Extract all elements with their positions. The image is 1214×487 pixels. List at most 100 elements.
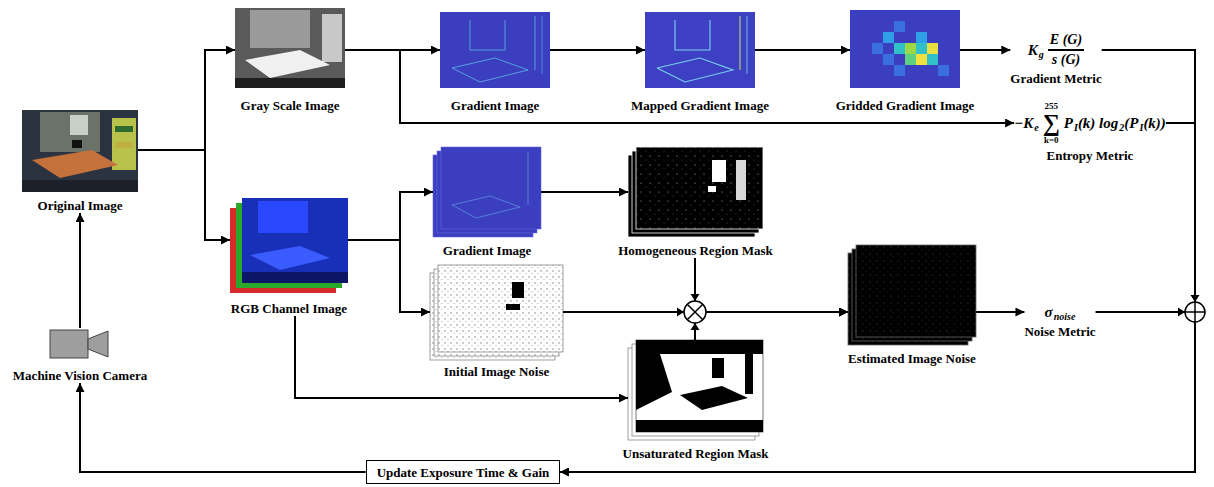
- image-node: Mapped Gradient Image: [645, 12, 755, 113]
- flow-arrow: [138, 150, 230, 240]
- process-box: Update Exposure Time & Gain: [366, 460, 561, 484]
- image-caption: Gradient Image: [443, 243, 531, 258]
- caption-row: RGB Channel Image: [230, 301, 348, 316]
- metric-formula: σnoiseNoise Metric: [1024, 303, 1095, 339]
- caption-row: Gradient Image: [440, 98, 550, 113]
- flow-arrow: [550, 49, 645, 51]
- sum-symbol: ∑: [1043, 111, 1060, 135]
- camera-lens: [88, 331, 108, 357]
- subscript: 2: [1119, 122, 1124, 134]
- subscript: g: [1039, 49, 1044, 61]
- arrowhead: [1178, 308, 1185, 317]
- unsaturated-mask-stack: [628, 340, 763, 440]
- channel-patch: [258, 201, 308, 233]
- picture-background: [645, 12, 755, 88]
- lower-limit: k=0: [1044, 135, 1059, 145]
- label-row: Gradient Metric: [1010, 71, 1101, 86]
- subscript: noise: [1054, 311, 1076, 323]
- flow-arrow: [295, 316, 628, 398]
- initial-noise-stack: [430, 265, 563, 360]
- mapped-gradient-picture: [645, 12, 755, 88]
- metric-formula: −Ke255∑k=0PI(k) log2(PI(k))Entropy Metri…: [1014, 101, 1166, 163]
- photo-shelf: [112, 118, 136, 170]
- heatmap-cell: [894, 21, 905, 32]
- heatmap-cell: [927, 43, 938, 54]
- formula-term: −K: [1014, 114, 1033, 132]
- flow-arrow: [348, 240, 430, 312]
- mask-region: [736, 160, 746, 200]
- subscript: I: [1139, 122, 1143, 134]
- image-area: [848, 245, 976, 345]
- photo-wall: [40, 112, 100, 152]
- channel-patch: [242, 272, 348, 283]
- formula-term: (P: [1124, 114, 1138, 132]
- image-node: Gridded Gradient Image: [850, 10, 960, 113]
- formula-row: −Ke255∑k=0PI(k) log2(PI(k)): [1014, 101, 1166, 145]
- image-node: Initial Image Noise: [430, 265, 563, 379]
- stack-layer: [636, 147, 763, 229]
- formula-row: σnoise: [1024, 303, 1095, 321]
- image-caption: RGB Channel Image: [231, 301, 347, 316]
- photo-floor: [22, 180, 138, 192]
- edge-line: [740, 16, 741, 70]
- noise-blob: [506, 304, 520, 310]
- edge-line: [675, 20, 710, 50]
- image-caption: Gray Scale Image: [241, 98, 340, 113]
- denominator: s (G): [1050, 52, 1082, 68]
- flow-arrow: [960, 49, 1010, 51]
- formula-term: K: [1028, 41, 1038, 59]
- caption-row: Original Image: [22, 198, 138, 213]
- image-area: [628, 147, 763, 237]
- image-node: Gradient Image: [433, 147, 541, 258]
- edge-line: [657, 58, 733, 82]
- noise-blob: [512, 282, 524, 298]
- flow-arrow: [541, 191, 628, 193]
- metric-label: Noise Metric: [1024, 324, 1095, 339]
- image-area: [235, 8, 345, 88]
- gradient-picture: [440, 12, 550, 88]
- mask-region: [636, 420, 763, 432]
- formula-row: Kg E (G) s (G): [1010, 32, 1101, 68]
- image-caption: Gridded Gradient Image: [836, 98, 975, 113]
- heatmap-cell: [872, 43, 883, 54]
- multiply-operator: [677, 294, 706, 330]
- channel-patch: [250, 246, 330, 270]
- stack-layer: [438, 265, 563, 352]
- mask-region: [680, 386, 748, 410]
- image-area: [430, 265, 563, 360]
- flow-arrow: [348, 192, 433, 240]
- heatmap-cell: [916, 32, 927, 43]
- caption-row: Gridded Gradient Image: [850, 98, 960, 113]
- flow-arrow: [80, 383, 366, 472]
- gradient-stack: [433, 147, 541, 237]
- heatmap-cell: [916, 43, 927, 54]
- fraction: E (G) s (G): [1048, 32, 1084, 68]
- photo-table: [32, 150, 118, 178]
- metric-label: Entropy Metric: [1047, 148, 1134, 163]
- stack-layer: [441, 147, 541, 229]
- image-caption: Gradient Image: [451, 98, 539, 113]
- edge-line: [452, 196, 520, 218]
- image-area: [230, 198, 348, 293]
- formula-term: (k) log: [1078, 114, 1118, 132]
- subscript: e: [1034, 122, 1038, 134]
- photo-monitor: [72, 140, 82, 148]
- mask-region: [636, 354, 672, 410]
- flow-arrow: [560, 123, 1195, 472]
- arrowhead: [677, 308, 684, 317]
- heatmap-cell: [883, 32, 894, 43]
- mask-region: [636, 340, 763, 354]
- image-area: [440, 12, 550, 88]
- photo-table: [245, 50, 330, 78]
- picture-background: [440, 12, 550, 88]
- image-caption: Initial Image Noise: [444, 364, 549, 379]
- mask-region: [712, 160, 726, 182]
- edge-line: [470, 20, 505, 50]
- flow-arrow: [976, 311, 1024, 313]
- image-node: Unsaturated Region Mask: [628, 340, 763, 461]
- numerator: E (G): [1048, 32, 1084, 48]
- operator-stroke: [687, 304, 703, 320]
- flow-arrow: [79, 213, 81, 328]
- mask-region: [712, 358, 724, 378]
